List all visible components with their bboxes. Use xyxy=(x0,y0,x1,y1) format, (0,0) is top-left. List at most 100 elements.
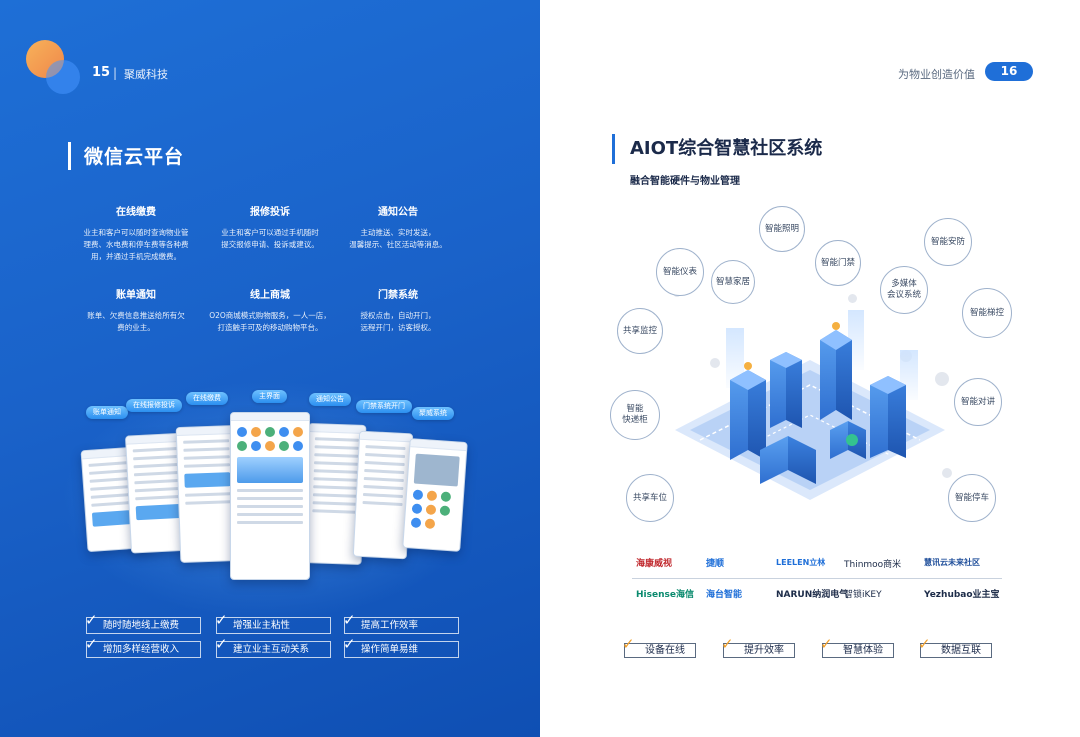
benefit-check: ✓ 随时随地线上缴费 xyxy=(85,613,201,634)
feature-desc-line: 账单、欠费信息推送给所有欠 xyxy=(87,311,185,320)
partner-logo: 海台智能 xyxy=(706,590,743,600)
left-page: 15 | 聚威科技 微信云平台 在线缴费 业主和客户可以随时查询物业管 理费、水… xyxy=(0,0,540,737)
right-page: 为物业创造价值 16 AIOT综合智慧社区系统 融合智能硬件与物业管理 智能照明… xyxy=(540,0,1080,737)
check-icon: ✓ xyxy=(343,635,356,653)
blue-orb-decoration xyxy=(46,60,80,94)
title-accent-bar xyxy=(612,134,615,164)
section-title-aiot: AIOT综合智慧社区系统 xyxy=(630,138,823,159)
app-tag: 聚威系统 xyxy=(412,407,454,420)
node-shared-parking: 共享车位 xyxy=(626,474,674,522)
feature-desc-line: 主动推送、实时发送， xyxy=(360,228,436,237)
header-separator: | xyxy=(113,66,118,80)
benefit-label: 增加多样经营收入 xyxy=(103,644,180,655)
feature-title: 门禁系统 xyxy=(378,290,418,301)
benefit-label: 智慧体验 xyxy=(843,645,883,656)
partner-logo: Hisense海信 xyxy=(636,590,694,600)
logo-divider xyxy=(632,578,1002,579)
node-shared-monitoring: 共享监控 xyxy=(617,308,663,354)
feature-desc: O2O商城模式购物服务，一人一店， 打造触手可及的移动购物平台。 xyxy=(200,310,340,334)
decor-dot xyxy=(848,294,857,303)
benefit-label: 数据互联 xyxy=(941,645,981,656)
feature-desc-line: 打造触手可及的移动购物平台。 xyxy=(217,323,323,332)
benefit-label: 随时随地线上缴费 xyxy=(103,620,180,631)
check-icon: ✓ xyxy=(85,611,98,629)
partner-logo: Yezhubao业主宝 xyxy=(924,590,1000,600)
benefit-label: 操作简单易维 xyxy=(361,644,419,655)
partner-logo: NARUN纳润电气 xyxy=(776,590,849,600)
node-smart-intercom: 智能对讲 xyxy=(954,378,1002,426)
benefit-check: ✓提升效率 xyxy=(721,637,795,658)
feature-desc-line: 远程开门，访客授权。 xyxy=(360,323,436,332)
feature-desc-line: 用，并通过手机完成缴费。 xyxy=(91,252,181,261)
feature-desc-line: 提交报修申请、投诉或建议。 xyxy=(221,240,319,249)
feature-online-payment: 在线缴费 业主和客户可以随时查询物业管 理费、水电费和停车费等各种费 用，并通过… xyxy=(66,203,206,263)
app-tag: 通知公告 xyxy=(309,393,351,406)
phone-screen-system xyxy=(402,438,468,552)
partner-logos: 海康威视 捷顺 LEELEN立林 Thinmoo商米 慧讯云未来社区 Hisen… xyxy=(632,553,1002,613)
title-accent-bar xyxy=(68,142,71,170)
section-title-wechat-cloud: 微信云平台 xyxy=(84,146,185,168)
benefit-label: 建立业主互动关系 xyxy=(233,644,310,655)
feature-desc: 业主和客户可以通过手机随时 提交报修申请、投诉或建议。 xyxy=(200,227,340,251)
app-tag: 账单通知 xyxy=(86,406,128,419)
node-smart-security: 智能安防 xyxy=(924,218,972,266)
partner-logo: Thinmoo商米 xyxy=(844,560,902,570)
partner-logo: LEELEN立林 xyxy=(776,558,826,567)
check-icon: ✓ xyxy=(343,611,356,629)
feature-desc: 主动推送、实时发送， 温馨提示、社区活动等消息。 xyxy=(328,227,468,251)
benefit-check: ✓ 增加多样经营收入 xyxy=(85,637,201,658)
node-smart-home: 智慧家居 xyxy=(711,260,755,304)
feature-title: 通知公告 xyxy=(378,207,418,218)
benefit-label: 提高工作效率 xyxy=(361,620,419,631)
partner-logo: 捷顺 xyxy=(706,559,725,569)
app-tag: 在线报修投诉 xyxy=(126,399,182,412)
brand-name: 聚威科技 xyxy=(124,68,168,81)
feature-repair-complaint: 报修投诉 业主和客户可以通过手机随时 提交报修申请、投诉或建议。 xyxy=(200,203,340,251)
feature-desc-line: O2O商城模式购物服务，一人一店， xyxy=(209,311,331,320)
check-icon: ✓ xyxy=(215,611,228,629)
feature-desc-line: 业主和客户可以随时查询物业管 xyxy=(83,228,189,237)
benefit-check: ✓ 建立业主互动关系 xyxy=(215,637,331,658)
feature-online-mall: 线上商城 O2O商城模式购物服务，一人一店， 打造触手可及的移动购物平台。 xyxy=(200,286,340,334)
partner-logo: 慧讯云未来社区 xyxy=(924,558,980,567)
benefit-label: 增强业主粘性 xyxy=(233,620,291,631)
feature-desc-line: 温馨提示、社区活动等消息。 xyxy=(349,240,447,249)
header-slogan: 为物业创造价值 xyxy=(898,68,975,81)
benefit-check: ✓ 数据互联 xyxy=(918,637,992,658)
feature-desc: 授权点击，自动开门， 远程开门，访客授权。 xyxy=(328,310,468,334)
check-icon: ✓ xyxy=(820,635,833,653)
check-icon: ✓ xyxy=(622,635,635,653)
feature-desc: 账单、欠费信息推送给所有欠 费的业主。 xyxy=(66,310,206,334)
partner-logo: 海康威视 xyxy=(636,559,673,569)
node-multimedia-conference: 多媒体 会议系统 xyxy=(880,266,928,314)
phone-screen-main xyxy=(230,412,310,580)
smart-city-illustration xyxy=(675,310,945,500)
check-icon: ✓ xyxy=(721,635,734,653)
page-number-right: 16 xyxy=(985,62,1033,81)
decor-dot xyxy=(942,468,952,478)
feature-desc-line: 业主和客户可以通过手机随时 xyxy=(221,228,319,237)
check-icon: ✓ xyxy=(85,635,98,653)
check-icon: ✓ xyxy=(918,635,931,653)
app-tag: 在线缴费 xyxy=(186,392,228,405)
benefit-check: ✓ 增强业主粘性 xyxy=(215,613,331,634)
feature-title: 账单通知 xyxy=(116,290,156,301)
benefit-check: ✓ 智慧体验 xyxy=(820,637,894,658)
feature-bill-notice: 账单通知 账单、欠费信息推送给所有欠 费的业主。 xyxy=(66,286,206,334)
decor-dot xyxy=(935,372,949,386)
feature-title: 报修投诉 xyxy=(250,207,290,218)
feature-desc-line: 费的业主。 xyxy=(117,323,155,332)
partner-logo: 智锁iKEY xyxy=(844,590,882,600)
node-smart-elevator: 智能梯控 xyxy=(962,288,1012,338)
feature-desc: 业主和客户可以随时查询物业管 理费、水电费和停车费等各种费 用，并通过手机完成缴… xyxy=(66,227,206,263)
check-icon: ✓ xyxy=(215,635,228,653)
feature-title: 在线缴费 xyxy=(116,207,156,218)
node-smart-door: 智能门禁 xyxy=(815,240,861,286)
section-subtitle: 融合智能硬件与物业管理 xyxy=(630,176,740,187)
node-smart-lighting: 智能照明 xyxy=(759,206,805,252)
decor-dot xyxy=(710,358,720,368)
page-number-left: 15 xyxy=(92,65,111,80)
benefit-check: ✓ 提高工作效率 xyxy=(343,613,459,634)
feature-desc-line: 授权点击，自动开门， xyxy=(360,311,436,320)
feature-title: 线上商城 xyxy=(250,290,290,301)
